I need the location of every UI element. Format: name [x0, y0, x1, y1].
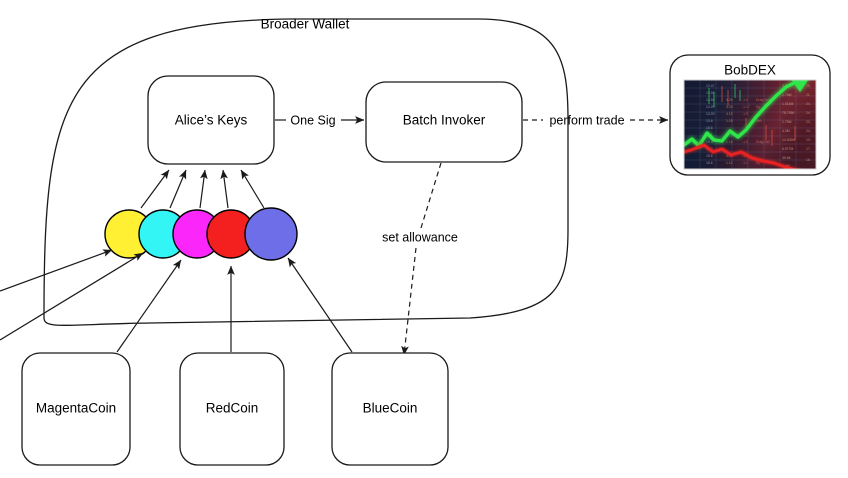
svg-text:4.25: 4.25: [726, 98, 733, 102]
set-allowance-upper: [420, 162, 442, 229]
svg-text:Sell: Sell: [756, 119, 762, 123]
svg-text:15.6: 15.6: [706, 126, 713, 130]
arrow-bluecoin-to-blue: [287, 257, 353, 353]
svg-text:14.302M: 14.302M: [782, 138, 795, 142]
coin-stack: [104, 207, 298, 261]
svg-text:Sy: Sy: [756, 105, 760, 109]
svg-text:6.977M: 6.977M: [782, 147, 793, 151]
node-bobdex[interactable]: BobDEX: [669, 54, 831, 176]
svg-text:25.: 25.: [806, 84, 811, 88]
node-redcoin[interactable]: RedCoin: [179, 352, 285, 466]
edge-one-sig: One Sig: [275, 113, 365, 127]
bobdex-label: BobDEX: [724, 63, 776, 78]
batch-invoker-box[interactable]: [365, 81, 523, 163]
redcoin-box[interactable]: [179, 352, 285, 466]
svg-text:1.75M: 1.75M: [782, 120, 792, 124]
svg-text:1.12: 1.12: [726, 161, 733, 165]
coinbox-to-coin-arrows: [116, 257, 353, 353]
svg-text:14.20: 14.20: [706, 105, 715, 109]
downtrend-line: [684, 143, 799, 169]
arrow-offscreen-to-yellow: [0, 249, 113, 292]
svg-text:-1.6: -1.6: [742, 98, 748, 102]
node-alices-keys[interactable]: Alice’s Keys: [147, 75, 275, 165]
svg-text:78.795K: 78.795K: [782, 111, 795, 115]
node-magentacoin[interactable]: MagentaCoin: [21, 352, 131, 466]
magentacoin-box[interactable]: [21, 352, 131, 466]
one-sig-label: One Sig: [290, 113, 335, 127]
svg-text:Drag Sell: Drag Sell: [756, 98, 770, 102]
node-bluecoin[interactable]: BlueCoin: [331, 352, 449, 466]
svg-text:4.20: 4.20: [726, 105, 733, 109]
svg-text:24.: 24.: [806, 102, 811, 106]
svg-text:24.: 24.: [806, 111, 811, 115]
arrow-yellow-to-keys: [140, 169, 170, 209]
broader-wallet-outline: [43, 18, 569, 327]
set-allowance-label: set allowance: [382, 230, 458, 244]
uptrend-line: [684, 80, 808, 148]
arrow-magenta-to-keys: [199, 169, 208, 209]
svg-text:17.: 17.: [806, 147, 811, 151]
offscreen-incoming-arrows: [0, 249, 144, 341]
svg-text:Sy: Sy: [756, 161, 760, 165]
redcoin-label: RedCoin: [206, 401, 259, 416]
arrow-offscreen-to-cyan: [0, 252, 144, 341]
svg-text:15.6: 15.6: [706, 154, 713, 158]
arrow-red-to-keys: [220, 169, 229, 209]
svg-text:13.: 13.: [806, 138, 811, 142]
arrow-cyan-to-keys: [169, 169, 187, 209]
coin-to-keys-arrows: [140, 169, 265, 209]
alices-keys-box[interactable]: [147, 75, 275, 165]
svg-text:4.10: 4.10: [726, 112, 733, 116]
svg-text:-1.7: -1.7: [742, 154, 748, 158]
svg-text:18.6: 18.6: [706, 161, 713, 165]
svg-text:-1.17: -1.17: [742, 105, 750, 109]
svg-text:-1.5: -1.5: [742, 140, 748, 144]
set-allowance-lower: [401, 247, 417, 356]
edge-set-allowance: set allowance: [382, 162, 458, 356]
svg-text:12.47: 12.47: [706, 84, 715, 88]
svg-text:39.6K: 39.6K: [782, 156, 792, 160]
bluecoin-box[interactable]: [331, 352, 449, 466]
svg-text:-1.1: -1.1: [742, 161, 748, 165]
bluecoin-label: BlueCoin: [363, 401, 418, 416]
svg-text:4.3M: 4.3M: [782, 129, 790, 133]
svg-text:Drag Sell: Drag Sell: [756, 140, 770, 144]
svg-text:23.: 23.: [806, 120, 811, 124]
arrow-blue-to-keys: [240, 169, 265, 209]
svg-text:1.75M: 1.75M: [782, 93, 792, 97]
svg-text:-1.9: -1.9: [742, 112, 748, 116]
svg-text:1.15: 1.15: [726, 140, 733, 144]
batch-invoker-label: Batch Invoker: [403, 113, 486, 128]
broader-wallet-container: Broader Wallet: [43, 17, 569, 327]
perform-trade-label: perform trade: [549, 113, 624, 127]
arrow-magentacoin-to-magenta: [116, 259, 182, 353]
alices-keys-label: Alice’s Keys: [175, 113, 248, 128]
blue-coin[interactable]: [244, 207, 298, 261]
thumbnail-frame: [683, 79, 817, 170]
svg-text:24.: 24.: [806, 129, 811, 133]
svg-text:14.52: 14.52: [706, 98, 715, 102]
svg-text:21.: 21.: [806, 93, 811, 97]
svg-text:13.03: 13.03: [706, 112, 715, 116]
svg-text:16.3: 16.3: [706, 140, 713, 144]
svg-text:13.83: 13.83: [706, 91, 715, 95]
edge-perform-trade: perform trade: [523, 113, 669, 127]
svg-text:16.: 16.: [806, 158, 811, 162]
svg-text:1.15: 1.15: [726, 119, 733, 123]
svg-text:1.014M: 1.014M: [782, 102, 793, 106]
svg-text:13.6: 13.6: [706, 119, 713, 123]
node-batch-invoker[interactable]: Batch Invoker: [365, 81, 523, 163]
svg-text:4.30: 4.30: [726, 154, 733, 158]
magentacoin-label: MagentaCoin: [36, 401, 116, 416]
broader-wallet-label: Broader Wallet: [261, 17, 350, 32]
